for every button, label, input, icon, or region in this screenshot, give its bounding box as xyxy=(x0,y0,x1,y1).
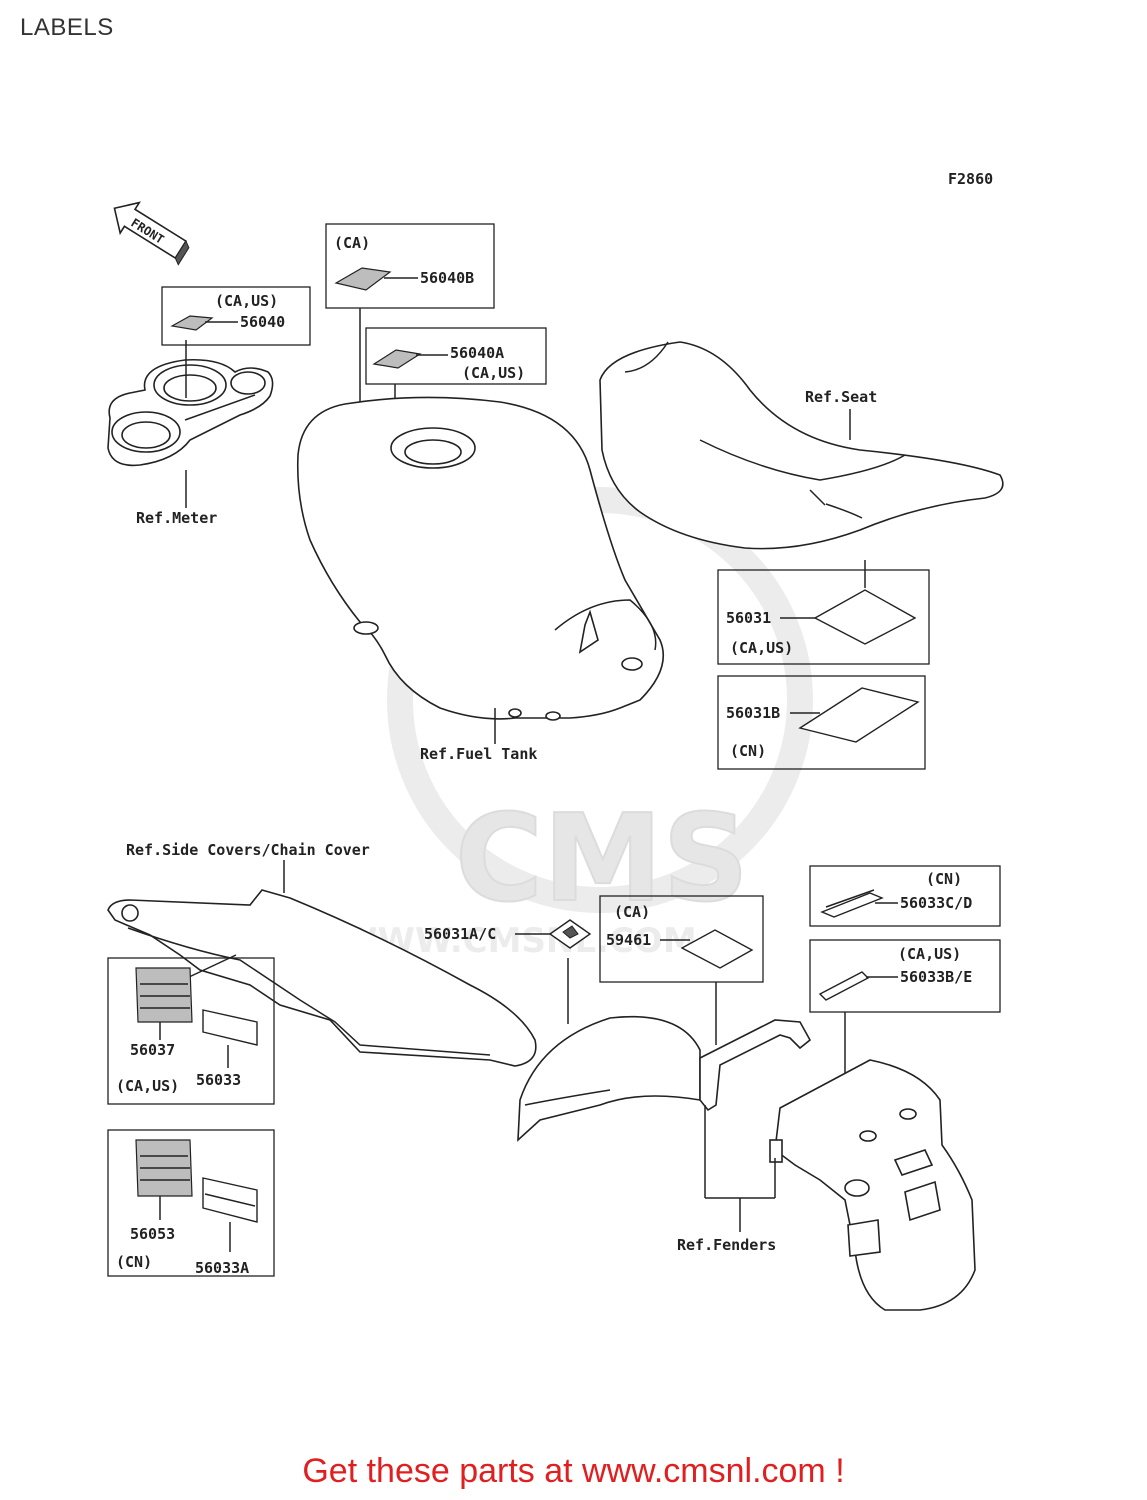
box-56040 xyxy=(161,286,311,346)
rear-fender-part xyxy=(769,1059,976,1311)
label-56031-icon xyxy=(813,589,917,645)
region-56040B: (CA) xyxy=(334,234,370,252)
box-56031B xyxy=(717,675,926,770)
partnum-56053: 56053 xyxy=(130,1225,175,1243)
figure-code: F2860 xyxy=(948,170,993,188)
box-56031 xyxy=(717,569,930,665)
partnum-56033A: 56033A xyxy=(195,1259,249,1277)
partnum-56040A: 56040A xyxy=(450,344,504,362)
box-56033CD xyxy=(809,865,1001,927)
partnum-56040: 56040 xyxy=(240,313,285,331)
partnum-56031AC: 56031A/C xyxy=(424,925,496,943)
box-59461 xyxy=(599,895,764,983)
chain-cover-part xyxy=(107,889,537,1067)
region-56031B: (CN) xyxy=(730,742,766,760)
label-56033-icon xyxy=(202,1009,258,1046)
ref-meter: Ref.Meter xyxy=(136,509,217,527)
box-cn-group xyxy=(107,1129,275,1277)
partnum-56040B: 56040B xyxy=(420,269,474,287)
partnum-56033CD: 56033C/D xyxy=(900,894,972,912)
fuel-tank-part xyxy=(296,396,664,721)
box-56040B xyxy=(325,223,495,309)
label-56033BE-icon xyxy=(818,971,870,1001)
label-56037-icon xyxy=(135,967,193,1023)
region-59461: (CA) xyxy=(614,903,650,921)
box-56040A xyxy=(365,327,547,385)
region-56040A: (CA,US) xyxy=(462,364,525,382)
partnum-56033: 56033 xyxy=(196,1071,241,1089)
front-fender-part xyxy=(517,1015,701,1142)
box-56033BE xyxy=(809,939,1001,1013)
region-56031: (CA,US) xyxy=(730,639,793,657)
region-cn-group: (CN) xyxy=(116,1253,152,1271)
label-56040B-icon xyxy=(334,267,392,291)
ref-seat: Ref.Seat xyxy=(805,388,877,406)
region-56040: (CA,US) xyxy=(215,292,278,310)
label-56053-icon xyxy=(135,1139,193,1197)
ref-fuel-tank: Ref.Fuel Tank xyxy=(420,745,537,763)
seat-part xyxy=(599,341,1004,550)
region-ca-us-group: (CA,US) xyxy=(116,1077,179,1095)
partnum-56033BE: 56033B/E xyxy=(900,968,972,986)
label-56040-icon xyxy=(170,315,214,331)
label-56033CD-icon xyxy=(820,892,884,918)
meter-part xyxy=(107,358,274,467)
front-arrow-icon: FRONT xyxy=(113,201,190,266)
footer-cta-link[interactable]: Get these parts at www.cmsnl.com ! xyxy=(302,1452,845,1490)
region-56033CD: (CN) xyxy=(926,870,962,888)
box-ca-us-group xyxy=(107,957,275,1105)
partnum-56031: 56031 xyxy=(726,609,771,627)
partnum-56037: 56037 xyxy=(130,1041,175,1059)
label-56040A-icon xyxy=(372,349,422,369)
label-59461-icon xyxy=(680,929,754,969)
partnum-59461: 59461 xyxy=(606,931,651,949)
label-56031B-icon xyxy=(798,687,920,743)
page-title: LABELS xyxy=(20,14,114,41)
partnum-56031B: 56031B xyxy=(726,704,780,722)
ref-fenders: Ref.Fenders xyxy=(677,1236,776,1254)
ref-side-covers: Ref.Side Covers/Chain Cover xyxy=(126,841,370,859)
fender-bracket-part xyxy=(699,1019,812,1112)
region-56033BE: (CA,US) xyxy=(898,945,961,963)
